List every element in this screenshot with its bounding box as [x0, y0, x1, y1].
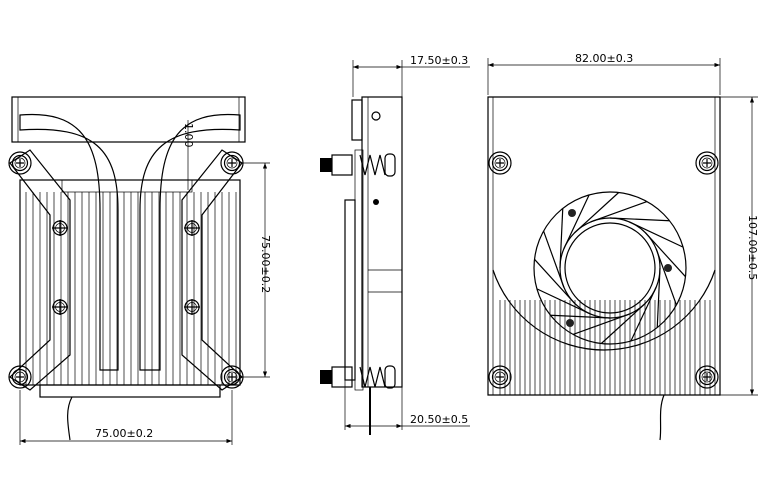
screw-icon [220, 365, 244, 389]
fan-view: 82.00±0.3 107.00±0.5 [487, 52, 759, 441]
front-height-dimension: 75.00±0.2 [259, 235, 272, 293]
screw-icon [220, 151, 244, 175]
heat-pipe-left [19, 113, 119, 371]
fan-width-dimension: 82.00±0.3 [575, 52, 633, 65]
top-thickness-dimension: 17.50±0.3 [410, 54, 468, 67]
spring-top [320, 153, 396, 177]
bracket-left [9, 149, 71, 391]
fan-impeller [533, 191, 687, 345]
screw-icon [488, 151, 512, 175]
screw-icon [488, 365, 512, 389]
screw-icon [695, 151, 719, 175]
fan-hub [564, 222, 656, 314]
bottom-thickness-dimension: 20.50±0.5 [410, 413, 468, 426]
screw-icon [695, 365, 719, 389]
gap-dimension: 1.00 [182, 123, 195, 148]
screw-icon [8, 151, 32, 175]
screw-icon [8, 365, 32, 389]
heatsink-front-view: 75.00±0.2 75.00±0.2 1.00 [8, 96, 272, 445]
side-view: 17.50±0.3 20.50±0.5 [320, 54, 470, 435]
front-width-dimension: 75.00±0.2 [95, 427, 153, 440]
bracket-right [181, 149, 243, 391]
spring-bottom [320, 365, 396, 389]
heat-pipe-right [139, 113, 241, 371]
fan-height-dimension: 107.00±0.5 [746, 215, 759, 280]
